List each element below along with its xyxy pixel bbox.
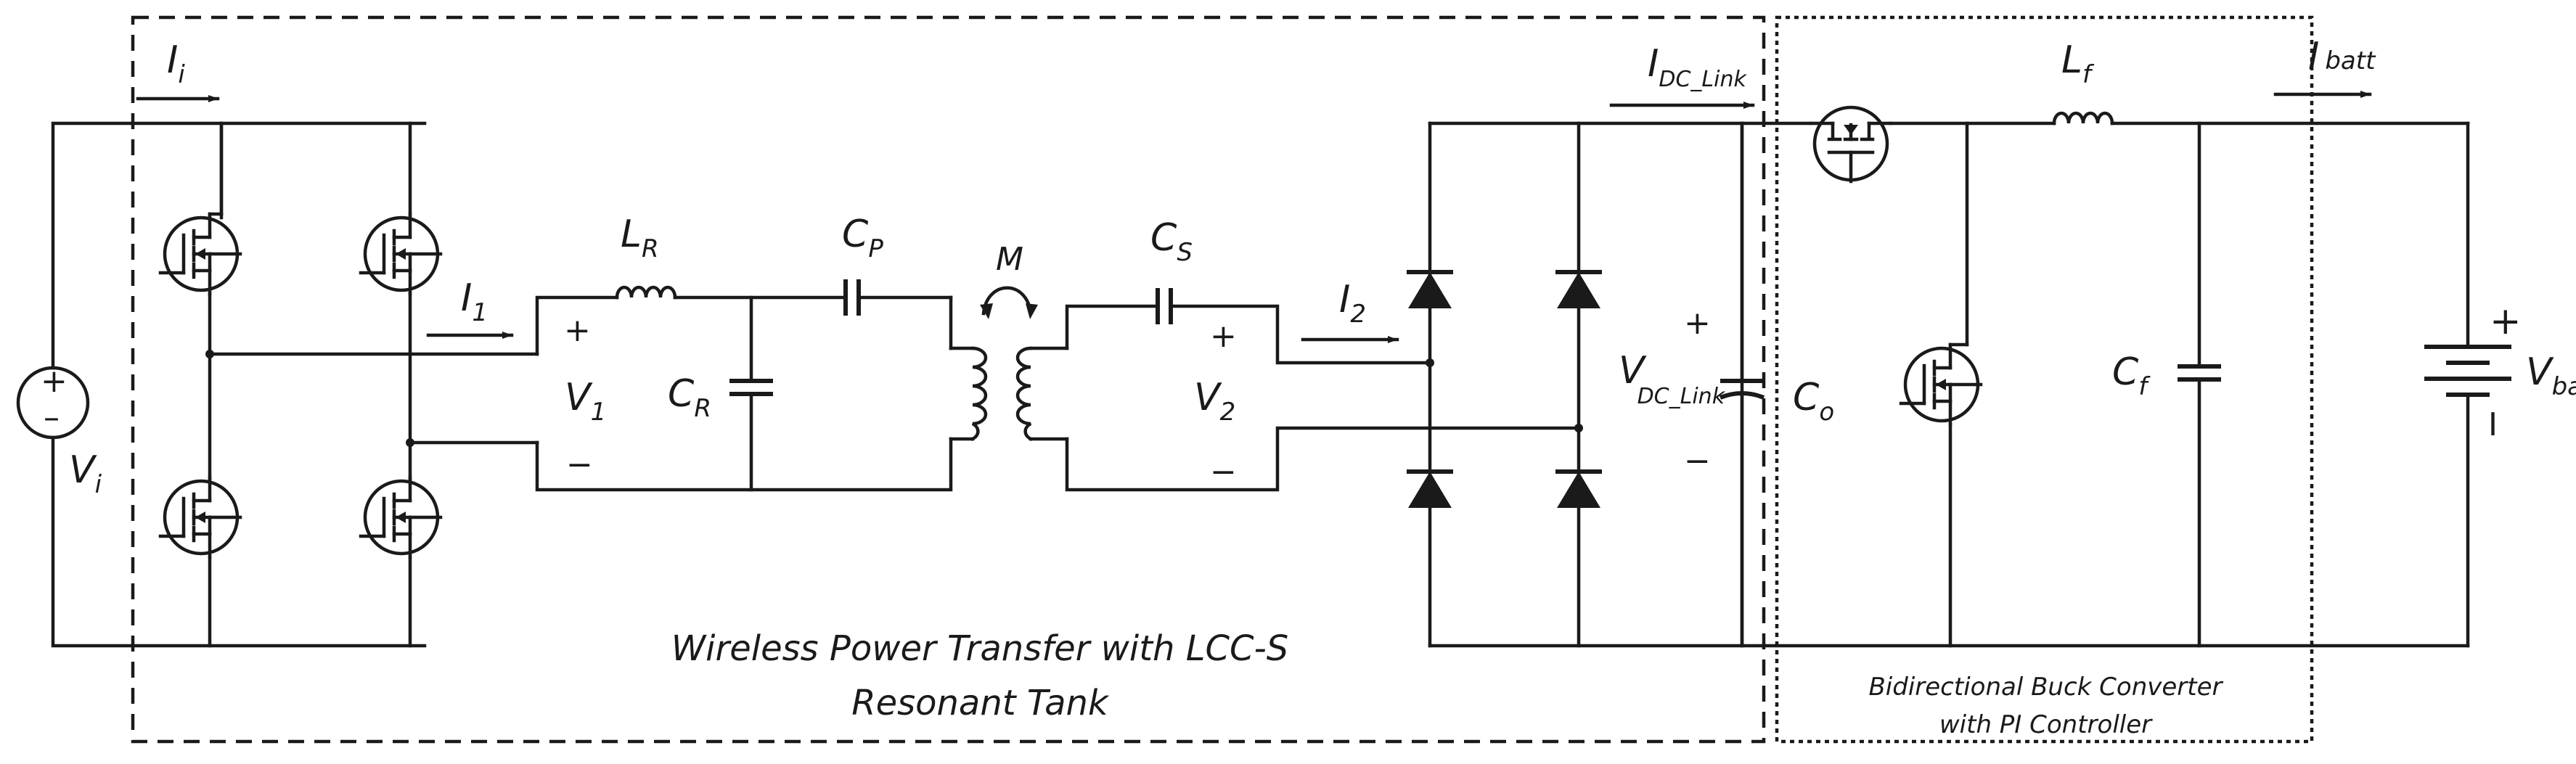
primary-voltage-minus: − xyxy=(566,446,593,483)
mosfet-q3-symbol xyxy=(160,477,240,557)
svg-text:–: – xyxy=(44,399,60,436)
buck-caption-line1: Bidirectional Buck Converter xyxy=(1868,673,2223,702)
dc-link-voltage-plus: + xyxy=(1684,305,1711,342)
mosfet-q4-symbol xyxy=(361,477,441,557)
diode-d2-symbol xyxy=(1555,272,1602,308)
filter-inductor-lf-symbol xyxy=(2052,111,2114,126)
mosfet-buck-low-symbol xyxy=(1901,345,1981,424)
input-voltage-source: + – xyxy=(16,363,90,440)
series-inductor-label: LR xyxy=(621,213,659,263)
output-cap-label: Co xyxy=(1793,376,1834,427)
primary-voltage-plus: + xyxy=(564,312,591,349)
dc-link-voltage-minus: − xyxy=(1684,443,1711,480)
battery-minus: I xyxy=(2488,406,2498,443)
secondary-cap-cs-symbol xyxy=(1156,288,1173,324)
filter-cap-label: Cf xyxy=(2112,350,2151,401)
secondary-cap-label: CS xyxy=(1150,216,1193,267)
series-inductor-lr-symbol xyxy=(615,285,677,300)
mosfet-q1-symbol xyxy=(160,214,240,294)
parallel-cap-label: CR xyxy=(668,372,711,423)
wpt-caption-line1: Wireless Power Transfer with LCC-S xyxy=(671,628,1289,669)
primary-current-label: I1 xyxy=(461,276,488,327)
dc-link-current-label: IDC_Link xyxy=(1648,42,1747,92)
diode-d4-symbol xyxy=(1555,472,1602,508)
secondary-current-label: I2 xyxy=(1339,278,1366,329)
buck-boundary-box xyxy=(1775,15,2314,744)
secondary-voltage-minus: − xyxy=(1210,453,1237,490)
diode-d1-symbol xyxy=(1407,272,1453,308)
primary-cap-cp-symbol xyxy=(843,279,861,316)
output-cap-co-symbol xyxy=(1719,121,1765,648)
parallel-cap-cr-symbol xyxy=(729,379,773,396)
mutual-inductance-label: M xyxy=(996,241,1023,278)
primary-cap-label: CP xyxy=(842,213,883,263)
input-current-label: Ii xyxy=(167,38,185,89)
secondary-voltage-plus: + xyxy=(1210,318,1237,355)
battery-symbol xyxy=(2424,345,2511,397)
filter-cap-cf-symbol xyxy=(2178,364,2221,382)
primary-voltage-label: V1 xyxy=(565,376,606,427)
input-voltage-label: Vi xyxy=(69,448,102,499)
buck-caption-line2: with PI Controller xyxy=(1939,710,2153,739)
transformer-coupling-symbol xyxy=(949,286,1069,442)
mosfet-q2-symbol xyxy=(361,214,441,294)
battery-plus: + xyxy=(2490,300,2522,343)
battery-voltage-label: Vbatt xyxy=(2526,350,2576,401)
mosfet-buck-high-symbol xyxy=(1809,105,1893,184)
wpt-caption-line2: Resonant Tank xyxy=(851,683,1110,723)
diode-d3-symbol xyxy=(1407,472,1453,508)
filter-inductor-label: Lf xyxy=(2061,38,2095,89)
secondary-voltage-label: V2 xyxy=(1194,376,1235,427)
